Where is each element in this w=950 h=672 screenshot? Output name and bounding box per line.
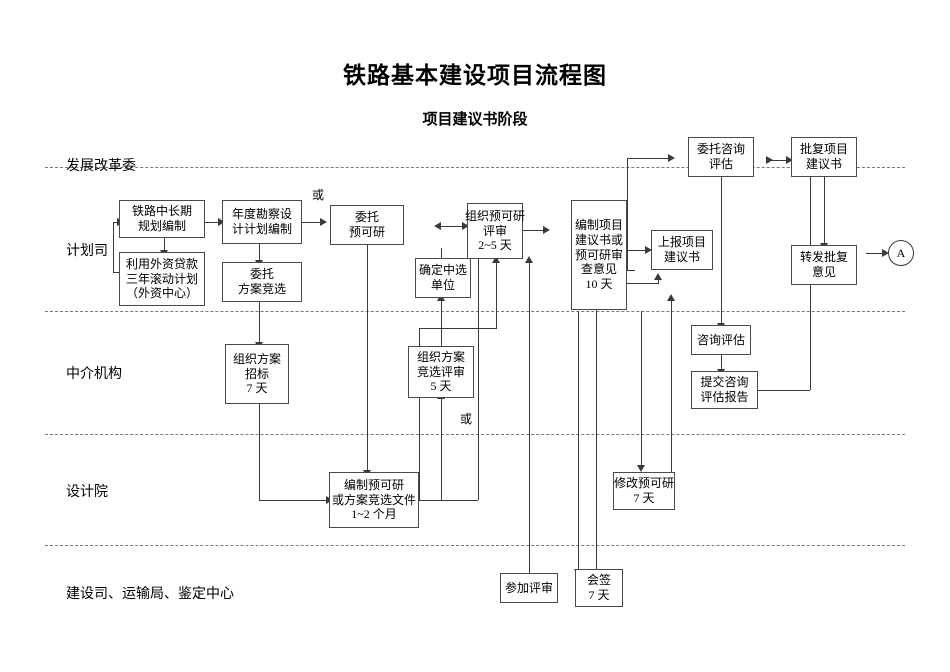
edge-n18-n8-arrow (667, 294, 675, 301)
edge-n2-n3-stub (113, 272, 119, 273)
edge-n8-n9-arrow (668, 154, 675, 162)
edge-n8-n11-arrow (645, 246, 652, 254)
edge-n12-connector (866, 253, 884, 254)
edge-n9-n15 (721, 177, 722, 325)
tag-or-mid: 或 (460, 412, 473, 426)
edge-n17-riser (478, 226, 479, 500)
edge-n15-n16 (721, 355, 722, 371)
node-determine-selected-unit[interactable]: 确定中选 单位 (415, 258, 471, 298)
edge-lower-to-n7 (496, 262, 497, 328)
lane-divider-3 (45, 434, 905, 435)
edge-n16-right (758, 390, 810, 391)
node-organize-prefeasibility-review[interactable]: 组织预可研 评审 2~5 天 (465, 203, 525, 259)
node-annual-survey-design-plan[interactable]: 年度勘察设 计计划编制 (222, 200, 302, 244)
lane-label-planning-division: 计划司 (66, 244, 108, 259)
lane-label-construction-bureau: 建设司、运输局、鉴定中心 (66, 587, 234, 602)
edge-n1-n2 (164, 238, 165, 252)
node-revise-prefeasibility[interactable]: 修改预可研 7 天 (613, 472, 675, 510)
edge-n19-n7 (529, 262, 530, 573)
edge-n8-n11 (627, 250, 647, 251)
node-foreign-loan-rolling-plan[interactable]: 利用外资贷款 三年滚动计划 （外资中心） (119, 252, 205, 306)
edge-n5-n13 (259, 302, 260, 344)
lane-divider-4 (45, 545, 905, 546)
lane-divider-1 (45, 167, 905, 168)
lane-divider-2 (45, 311, 905, 312)
tag-or-top: 或 (312, 188, 325, 202)
node-compile-project-proposal[interactable]: 编制项目 建议书或 预可研审 查意见 10 天 (571, 200, 627, 310)
node-entrust-scheme-competition[interactable]: 委托 方案竞选 (222, 262, 302, 302)
node-participate-review[interactable]: 参加评审 (500, 573, 558, 603)
edge-n8-n18-arrow (637, 465, 645, 472)
edge-n8-n9-stub (627, 270, 635, 271)
edge-n6-n7-v (441, 248, 442, 258)
node-joint-signature[interactable]: 会签 7 天 (575, 569, 623, 607)
node-forward-approval-opinion[interactable]: 转发批复 意见 (791, 245, 857, 285)
edge-n13-n17-v (259, 404, 260, 500)
node-submit-assessment-report[interactable]: 提交咨询 评估报告 (691, 371, 758, 409)
edge-n3-n5 (259, 244, 260, 262)
edge-n4-n17 (367, 244, 368, 472)
page-title: 铁路基本建设项目流程图 (343, 63, 607, 88)
edge-n1-n3-arrow (218, 218, 225, 226)
edge-n20-n11-h (596, 283, 658, 284)
lane-label-design-institute: 设计院 (66, 485, 108, 500)
edge-lower-to-n7-h (419, 328, 497, 329)
node-entrust-prefeasibility[interactable]: 委托 预可研 (330, 205, 404, 245)
edge-n17-right (419, 500, 478, 501)
edge-into-n10 (768, 160, 792, 161)
node-organize-scheme-competition-review[interactable]: 组织方案 竞选评审 5 天 (408, 346, 474, 398)
edge-n3-n4-arrow (320, 218, 327, 226)
edge-n19-n7-arrow (525, 256, 533, 263)
connector-circle-a[interactable]: A (888, 240, 914, 266)
edge-n20-n11-v (596, 283, 597, 569)
lane-label-intermediary: 中介机构 (66, 367, 122, 382)
edge-n18-n8 (671, 300, 672, 472)
edge-n12-connector-arrow (882, 249, 889, 257)
edge-n10-n12 (824, 177, 825, 245)
node-entrust-consulting-assessment[interactable]: 委托咨询 评估 (688, 137, 754, 177)
edge-n17-n14 (441, 398, 442, 500)
edge-n8-n9-v (627, 158, 628, 270)
edge-n8-n20 (578, 311, 579, 571)
edge-n8-n9-h (627, 158, 672, 159)
edge-n8-n18 (641, 311, 642, 467)
edge-n14-n6 (441, 300, 442, 346)
edge-n1-n3 (205, 222, 220, 223)
edge-lower-to-n7-v (419, 328, 420, 500)
edge-n7-n8-arrow (543, 226, 550, 234)
lane-label-development-reform: 发展改革委 (66, 159, 136, 174)
node-consulting-assessment[interactable]: 咨询评估 (691, 325, 751, 355)
node-approve-project-proposal[interactable]: 批复项目 建议书 (791, 137, 857, 177)
edge-n13-n17-h (259, 500, 329, 501)
node-organize-scheme-tender[interactable]: 组织方案 招标 7 天 (225, 344, 289, 404)
edge-into-n7 (437, 226, 467, 227)
node-submit-project-proposal[interactable]: 上报项目 建议书 (651, 230, 713, 270)
edge-lower-to-n7-arrow (492, 256, 500, 263)
edge-n7-n8 (523, 230, 545, 231)
page-subtitle: 项目建议书阶段 (422, 112, 528, 128)
edge-n3-n4 (302, 222, 322, 223)
node-railway-midlong-plan[interactable]: 铁路中长期 规划编制 (119, 200, 205, 238)
edge-into-n7-arrow (462, 222, 469, 230)
edge-n20-n11-tip (658, 279, 659, 284)
node-compile-prefeasibility-document[interactable]: 编制预可研 或方案竞选文件 1~2 个月 (329, 472, 419, 528)
edge-n20-n11-arrow (654, 273, 662, 280)
edge-n2-n3-riser (113, 222, 114, 272)
